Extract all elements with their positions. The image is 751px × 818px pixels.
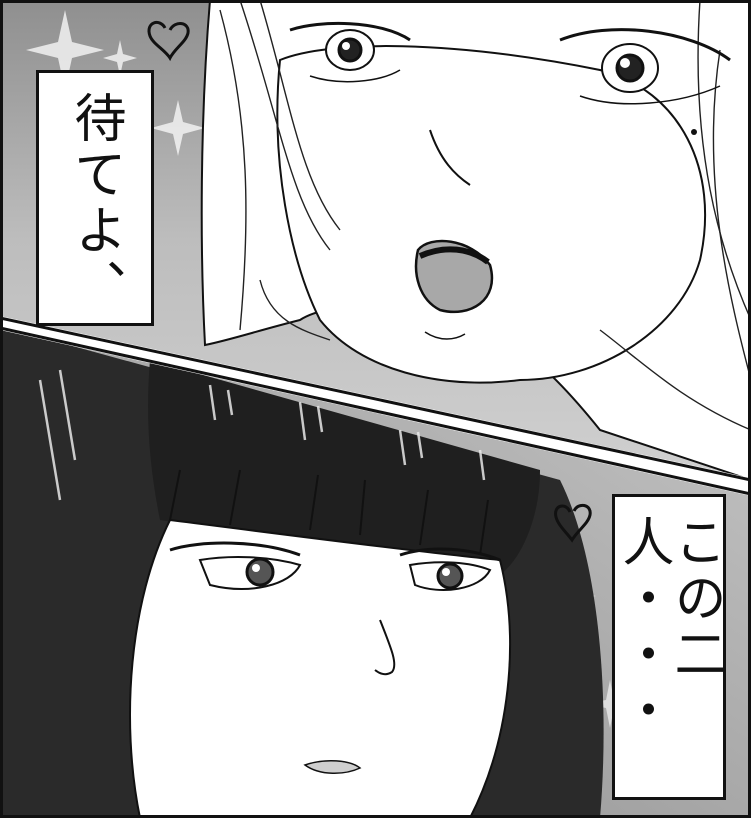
heart-icon [554, 503, 592, 543]
caption-text-top: 待てよ、 [65, 91, 125, 315]
heart-icon [147, 20, 190, 62]
eye-right [559, 28, 731, 105]
caption-text-bottom: この二人・・・ [613, 515, 725, 739]
caption-box-bottom: この二人・・・ [612, 494, 726, 800]
eye-left [289, 21, 411, 83]
eye-right [399, 547, 501, 591]
caption-box-top: 待てよ、 [36, 70, 154, 326]
eye-left [169, 541, 302, 590]
sparkle-icon [26, 10, 205, 156]
